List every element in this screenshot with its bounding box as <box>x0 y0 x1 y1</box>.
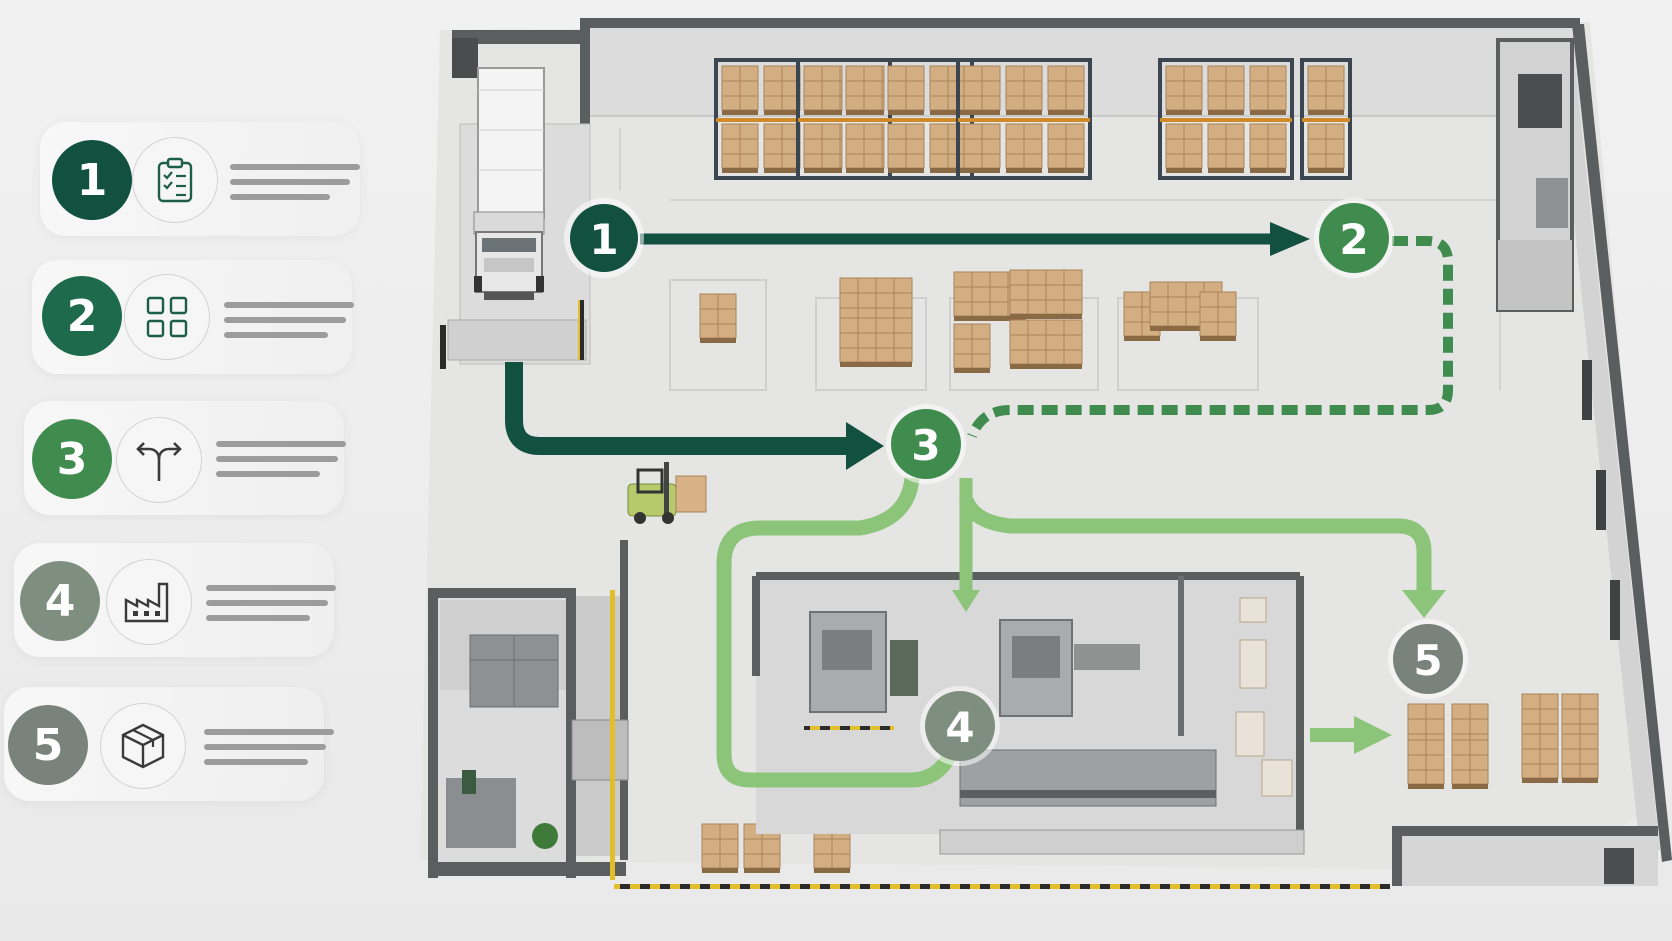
split-arrow-icon <box>116 417 202 503</box>
step-description-lines <box>216 441 346 486</box>
rack-pallet <box>721 65 759 116</box>
pallet <box>1521 733 1559 784</box>
office-room <box>428 540 629 878</box>
rack-pallet <box>845 123 883 174</box>
forklift <box>627 462 707 524</box>
svg-text:2: 2 <box>1339 215 1368 264</box>
factory-icon <box>106 559 192 645</box>
step-number-badge: 5 <box>8 705 88 785</box>
shipping-area <box>1392 826 1658 886</box>
pallet <box>1149 281 1187 332</box>
pallet <box>953 323 991 374</box>
rack-pallet <box>887 65 925 116</box>
rack-pallet <box>1249 65 1287 116</box>
clipboard-checklist-icon <box>132 137 218 223</box>
pallet <box>1045 319 1083 370</box>
pallet <box>1407 739 1445 790</box>
pallet <box>1451 739 1489 790</box>
step-number-badge: 3 <box>32 419 112 499</box>
legend-step-4: 4 <box>14 543 336 657</box>
flow-marker-3: 3 <box>886 404 966 484</box>
rack-pallet <box>963 65 1001 116</box>
flow-marker-5: 5 <box>1388 619 1468 699</box>
rack-pallet <box>1165 123 1203 174</box>
flow-paths <box>505 222 1453 788</box>
rack-pallet <box>763 65 801 116</box>
flow-arrow-3-4 <box>716 476 959 788</box>
rack-pallet <box>929 123 967 174</box>
production-area <box>752 572 1305 855</box>
rack-pallet <box>803 65 841 116</box>
legend-step-1: 1 <box>40 122 360 236</box>
rack-pallet <box>1207 123 1245 174</box>
pallet <box>1045 269 1083 320</box>
rack-pallet <box>1307 65 1345 116</box>
storage-racks <box>714 58 1352 180</box>
step-description-lines <box>206 585 336 630</box>
pallet <box>701 823 739 874</box>
pallet <box>875 317 913 368</box>
step-number-badge: 2 <box>42 276 122 356</box>
right-wall <box>1572 24 1672 862</box>
pallet <box>953 271 991 322</box>
delivery-truck <box>473 67 545 300</box>
rack-pallet <box>803 123 841 174</box>
pallet <box>1561 733 1599 784</box>
svg-text:5: 5 <box>1413 636 1442 685</box>
rack-pallet <box>887 123 925 174</box>
control-room <box>1496 38 1574 312</box>
rack-pallet <box>1165 65 1203 116</box>
flow-arrow-dock-3 <box>505 362 850 455</box>
rack-pallet <box>721 123 759 174</box>
legend-step-3: 3 <box>24 401 346 515</box>
rack-pallet <box>1005 123 1043 174</box>
rack-pallet <box>1047 65 1085 116</box>
flow-marker-2: 2 <box>1314 198 1394 278</box>
svg-text:3: 3 <box>911 421 940 470</box>
flow-arrow-2-3 <box>967 236 1453 439</box>
step-description-lines <box>230 164 360 209</box>
rack-pallet <box>1047 123 1085 174</box>
flow-arrow-3-5 <box>958 496 1432 594</box>
rack-pallet <box>1207 65 1245 116</box>
pallet <box>1009 269 1047 320</box>
rack-pallet <box>1249 123 1287 174</box>
flow-marker-4: 4 <box>920 686 1000 766</box>
left-wall <box>580 18 590 218</box>
step-number-badge: 1 <box>52 140 132 220</box>
pallet <box>1009 319 1047 370</box>
step-description-lines <box>204 729 334 774</box>
rack-pallet <box>845 65 883 116</box>
back-wall <box>588 18 1580 28</box>
svg-text:1: 1 <box>589 215 618 264</box>
rack-pallet <box>1307 123 1345 174</box>
legend-step-5: 5 <box>4 687 334 801</box>
rack-pallet <box>763 123 801 174</box>
svg-text:4: 4 <box>945 703 974 752</box>
flow-marker-1: 1 <box>564 198 644 278</box>
step-description-lines <box>224 302 354 347</box>
grid-storage-icon <box>124 274 210 360</box>
dock-doors <box>1582 360 1620 640</box>
step-number-badge: 4 <box>20 561 100 641</box>
package-box-icon <box>100 703 186 789</box>
rack-pallet <box>1005 65 1043 116</box>
hazard-stripe <box>614 884 1390 889</box>
pallet <box>1199 291 1237 342</box>
pallet <box>839 317 877 368</box>
rack-pallet <box>929 65 967 116</box>
pallet <box>699 293 737 344</box>
legend-step-2: 2 <box>32 260 354 374</box>
rack-pallet <box>963 123 1001 174</box>
